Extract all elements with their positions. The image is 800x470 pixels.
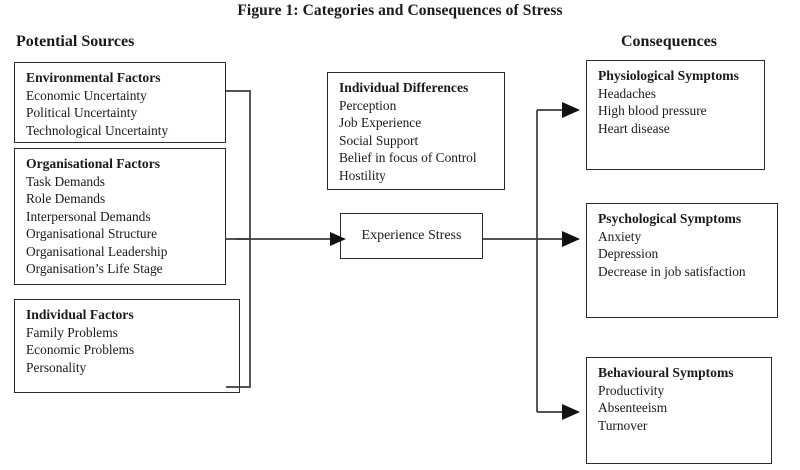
box-experience-stress: Experience Stress	[340, 213, 483, 259]
list-item: Economic Uncertainty	[26, 87, 147, 103]
list-item: Technological Uncertainty	[26, 122, 169, 138]
list-item: Perception	[339, 97, 397, 113]
box-behavioural-symptoms: Behavioural Symptoms Productivity Absent…	[586, 357, 772, 464]
box-title: Psychological Symptoms	[598, 211, 742, 226]
arrowhead-into-psychological	[562, 231, 580, 247]
box-item-list: Family Problems Economic Problems Person…	[26, 324, 230, 377]
box-item-list: Task Demands Role Demands Interpersonal …	[26, 173, 216, 278]
list-item: Organisation’s Life Stage	[26, 261, 163, 277]
list-item: Organisational Leadership	[26, 243, 168, 259]
list-item: Job Experience	[339, 115, 422, 131]
list-item: Economic Problems	[26, 342, 135, 358]
box-item-list: Economic Uncertainty Political Uncertain…	[26, 87, 216, 140]
list-item: Organisational Structure	[26, 226, 158, 242]
figure-title: Figure 1: Categories and Consequences of…	[237, 2, 563, 19]
box-title: Individual Differences	[339, 80, 469, 95]
box-item-list: Perception Job Experience Social Support…	[339, 97, 495, 185]
box-title: Environmental Factors	[26, 70, 161, 85]
list-item: Turnover	[598, 417, 648, 433]
list-item: Belief in focus of Control	[339, 150, 477, 166]
list-item: Role Demands	[26, 191, 106, 207]
box-organisational-factors: Organisational Factors Task Demands Role…	[14, 148, 226, 285]
arrowhead-into-behavioural	[562, 404, 580, 420]
list-item: Hostility	[339, 167, 386, 183]
list-item: Interpersonal Demands	[26, 208, 151, 224]
list-item: Anxiety	[598, 228, 642, 244]
box-item-list: Anxiety Depression Decrease in job satis…	[598, 228, 768, 281]
list-item: Social Support	[339, 132, 419, 148]
list-item: Absenteeism	[598, 400, 668, 416]
box-item-list: Productivity Absenteeism Turnover	[598, 382, 762, 435]
list-item: Depression	[598, 246, 659, 262]
list-item: Political Uncertainty	[26, 105, 138, 121]
list-item: Headaches	[598, 85, 656, 101]
box-item-list: Headaches High blood pressure Heart dise…	[598, 85, 755, 138]
box-label: Experience Stress	[361, 228, 462, 243]
list-item: Family Problems	[26, 324, 118, 340]
list-item: Personality	[26, 359, 87, 375]
list-item: Productivity	[598, 382, 665, 398]
box-individual-factors: Individual Factors Family Problems Econo…	[14, 299, 240, 393]
box-title: Physiological Symptoms	[598, 68, 739, 83]
list-item: Task Demands	[26, 173, 106, 189]
list-item: High blood pressure	[598, 103, 707, 119]
box-title: Behavioural Symptoms	[598, 365, 734, 380]
list-item: Decrease in job satisfaction	[598, 263, 746, 279]
box-individual-differences: Individual Differences Perception Job Ex…	[327, 72, 505, 190]
box-physiological-symptoms: Physiological Symptoms Headaches High bl…	[586, 60, 765, 170]
box-environmental-factors: Environmental Factors Economic Uncertain…	[14, 62, 226, 143]
arrowhead-into-physiological	[562, 102, 580, 118]
box-psychological-symptoms: Psychological Symptoms Anxiety Depressio…	[586, 203, 778, 318]
box-title: Organisational Factors	[26, 156, 161, 171]
column-heading-consequences: Consequences	[621, 33, 718, 50]
box-title: Individual Factors	[26, 307, 134, 322]
list-item: Heart disease	[598, 120, 670, 136]
column-heading-potential-sources: Potential Sources	[16, 33, 135, 50]
